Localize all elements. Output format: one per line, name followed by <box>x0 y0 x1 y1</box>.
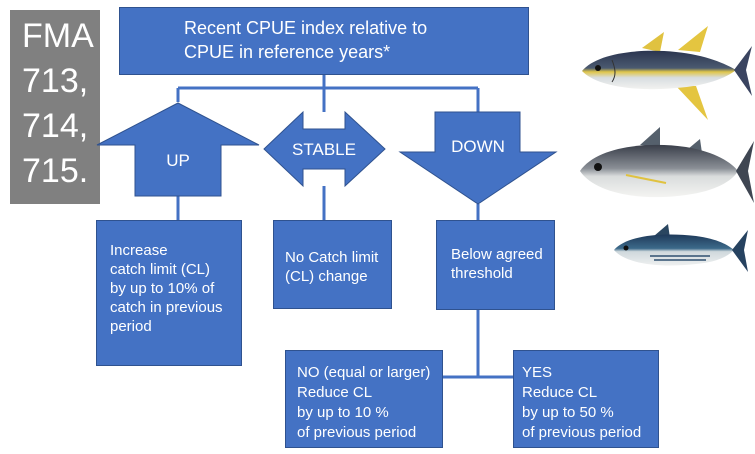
increase-line: period <box>110 318 152 335</box>
down-label: DOWN <box>451 137 505 156</box>
no-change-line: No Catch limit <box>285 249 379 266</box>
no-change-box: No Catch limit (CL) change <box>273 220 392 309</box>
yes-branch-line: YES <box>522 364 553 381</box>
up-arrow <box>96 102 260 197</box>
bigeye-tuna-icon <box>580 127 754 203</box>
connectors <box>176 75 513 379</box>
fma-panel: FMA 713, 714, 715. <box>10 10 100 204</box>
cpue-title-line-1: Recent CPUE index relative to <box>184 18 428 38</box>
fma-line: 713, <box>22 62 89 100</box>
stable-label: STABLE <box>292 140 356 159</box>
yes-branch-line: of previous period <box>522 424 642 441</box>
yes-branch-box: YES Reduce CL by up to 50 % of previous … <box>513 350 659 448</box>
increase-line: Increase <box>110 242 168 259</box>
increase-box: Increase catch limit (CL) by up to 10% o… <box>96 220 242 366</box>
below-line: Below agreed <box>451 246 543 263</box>
no-change-line: (CL) change <box>285 268 368 285</box>
up-label: UP <box>166 151 190 170</box>
yes-branch-line: Reduce CL <box>522 384 598 401</box>
no-branch-line: of previous period <box>297 424 417 441</box>
fma-line: FMA <box>22 17 94 55</box>
below-line: threshold <box>451 265 513 282</box>
no-branch-line: Reduce CL <box>297 384 373 401</box>
yellowfin-tuna-icon <box>582 26 752 120</box>
increase-line: catch limit (CL) <box>110 261 211 278</box>
stable-arrow <box>263 110 386 188</box>
no-branch-box: NO (equal or larger) Reduce CL by up to … <box>285 350 443 448</box>
increase-line: catch in previous <box>110 299 223 316</box>
skipjack-tuna-icon <box>614 224 748 272</box>
increase-line: by up to 10% of <box>110 280 215 297</box>
down-arrow <box>398 111 558 205</box>
no-branch-line: NO (equal or larger) <box>297 364 431 381</box>
no-branch-line: by up to 10 % <box>297 404 389 421</box>
cpue-title-line-2: CPUE in reference years* <box>184 42 391 62</box>
yes-branch-line: by up to 50 % <box>522 404 614 421</box>
fma-line: 714, <box>22 107 89 145</box>
below-threshold-box: Below agreed threshold <box>436 220 555 310</box>
fma-line: 715. <box>22 152 89 190</box>
cpue-index-box: Recent CPUE index relative to CPUE in re… <box>119 7 529 75</box>
